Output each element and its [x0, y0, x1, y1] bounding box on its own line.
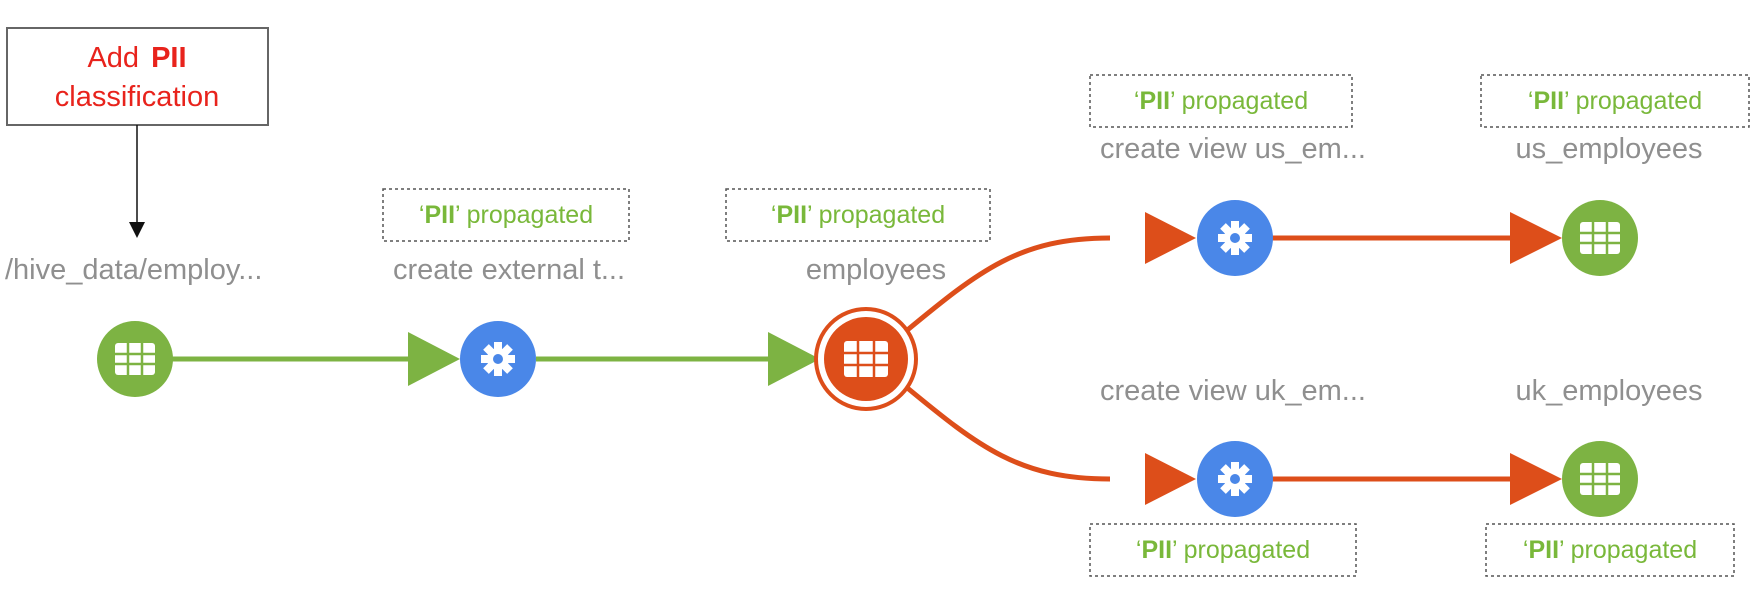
node-create-external[interactable]: ‘PII’ propagated create external t... — [382, 188, 630, 397]
arrowhead-green-1 — [408, 332, 460, 386]
pii-propagated-box-3 — [1089, 74, 1353, 128]
annotation-box — [6, 27, 269, 126]
pii-propagated-box-4 — [1480, 74, 1750, 128]
pii-propagated-text-6: ‘PII’ propagated — [1523, 536, 1697, 564]
annotation-arrowhead — [129, 222, 145, 238]
arrowhead-orange-1 — [1145, 212, 1196, 264]
annotation-line-2: classification — [55, 81, 219, 113]
node-hdfs-path[interactable]: /hive_data/employ... — [5, 254, 262, 397]
pii-propagated-text-2: ‘PII’ propagated — [771, 201, 945, 229]
node-label-create-view-us: create view us_em... — [1100, 133, 1366, 165]
gear-hole — [493, 354, 503, 364]
table-icon — [1580, 463, 1620, 495]
table-icon — [844, 341, 888, 377]
arrowhead-green-2 — [768, 332, 820, 386]
pii-propagated-box-5 — [1089, 523, 1357, 577]
table-icon — [115, 343, 155, 375]
arrowhead-orange-4 — [1510, 453, 1562, 505]
table-icon — [1580, 222, 1620, 254]
pii-propagated-text-4: ‘PII’ propagated — [1528, 87, 1702, 115]
node-uk-employees[interactable]: uk_employees ‘PII’ propagated — [1485, 375, 1735, 577]
edge-employees-to-create-view-us — [903, 235, 1111, 334]
arrowhead-orange-2 — [1145, 453, 1196, 505]
pii-propagated-text-3: ‘PII’ propagated — [1134, 87, 1308, 115]
node-label-us-employees: us_employees — [1516, 133, 1703, 165]
node-us-employees[interactable]: ‘PII’ propagated us_employees — [1480, 74, 1750, 276]
pii-propagated-box-1 — [382, 188, 630, 242]
gear-hole — [1230, 474, 1240, 484]
node-label-hdfs-path: /hive_data/employ... — [5, 254, 262, 286]
edges — [170, 212, 1562, 505]
node-create-view-us[interactable]: ‘PII’ propagated create view us_em... — [1089, 74, 1366, 276]
pii-propagated-text-1: ‘PII’ propagated — [419, 201, 593, 229]
node-employees[interactable]: ‘PII’ propagated employees — [725, 188, 991, 411]
node-label-create-view-uk: create view uk_em... — [1100, 375, 1366, 407]
pii-propagated-text-5: ‘PII’ propagated — [1136, 536, 1310, 564]
gear-hole — [1230, 233, 1240, 243]
node-label-create-external: create external t... — [393, 254, 625, 286]
node-create-view-uk[interactable]: create view uk_em... ‘PII’ propagated — [1089, 375, 1366, 577]
arrowhead-orange-3 — [1510, 212, 1562, 264]
node-label-employees: employees — [806, 254, 946, 286]
pii-propagated-box-2 — [725, 188, 991, 242]
node-label-uk-employees: uk_employees — [1516, 375, 1703, 407]
edge-employees-to-create-view-uk — [903, 384, 1111, 482]
